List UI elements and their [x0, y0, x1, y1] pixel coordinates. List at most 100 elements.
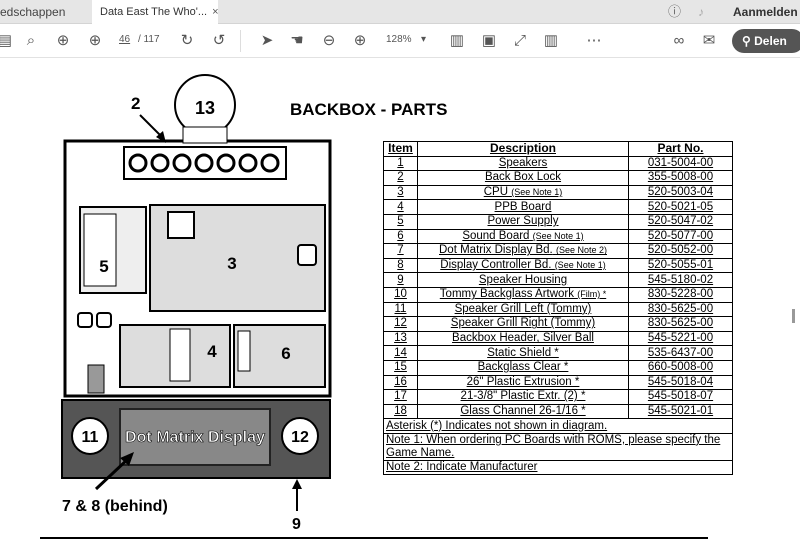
description-text: Speaker Grill Right (Tommy) — [450, 317, 596, 330]
zoom-out-icon[interactable]: ⊖ — [322, 32, 336, 49]
col-part-no: Part No. — [628, 141, 733, 157]
share-label: Delen — [754, 34, 787, 48]
description-text: CPU — [483, 186, 509, 199]
close-icon[interactable]: × — [212, 6, 219, 18]
parts-table: Item Description Part No. 1 Speakers 031… — [383, 141, 733, 476]
zoom-in-icon[interactable]: ⊕ — [353, 32, 367, 49]
part-number: 830-5625-00 — [628, 316, 733, 332]
description: Speakers — [417, 155, 629, 172]
table-row: 8 Display Controller Bd. (See Note 1) 52… — [383, 257, 733, 274]
description-note: (Film) * — [577, 289, 607, 300]
select-cursor-icon[interactable]: ➤ — [260, 32, 274, 49]
tab-active[interactable]: Data East The Who'...× — [92, 0, 219, 24]
next-page-icon[interactable]: ⊕ — [88, 32, 102, 49]
item-number: 9 — [383, 272, 418, 288]
description-text: Sound Board — [462, 229, 530, 242]
description-text: Back Box Lock — [484, 171, 562, 184]
description-text: Speaker Housing — [478, 273, 568, 286]
share-icon: ⚲ — [742, 34, 751, 48]
zoom-select[interactable]: 128% — [386, 34, 412, 45]
pdf-toolbar: ▤ ⌕ ⊕ ⊕ 46 / 117 ↻ ↺ ➤ ☚ ⊖ ⊕ 128% ▾ ▥ ▣ … — [0, 24, 800, 58]
dot-matrix-display-label: Dot Matrix Display — [125, 429, 265, 446]
description: Speaker Housing — [417, 272, 629, 288]
page-layout-icon[interactable]: ▥ — [543, 32, 559, 49]
note-row: Asterisk (*) Indicates not shown in diag… — [383, 418, 733, 434]
item-number: 8 — [383, 257, 418, 274]
sign-in-link[interactable]: Aanmelden — [733, 5, 798, 19]
print-icon[interactable]: ▤ — [0, 32, 13, 49]
description-note: (See Note 1) — [532, 230, 584, 241]
note-text: Note 1: When ordering PC Boards with ROM… — [383, 432, 733, 461]
hand-tool-icon[interactable]: ☚ — [290, 32, 304, 49]
divider — [240, 30, 241, 52]
fit-page-icon[interactable]: ▥ — [449, 32, 465, 49]
item-number: 14 — [383, 345, 418, 361]
chevron-down-icon[interactable]: ▾ — [421, 34, 427, 45]
item-number: 18 — [383, 403, 418, 420]
note-row: Note 2: Indicate Manufacturer — [383, 459, 733, 476]
bell-icon[interactable]: ♪ — [698, 5, 704, 19]
page-number-input[interactable]: 46 — [119, 34, 131, 45]
part-number: 535-6437-00 — [628, 345, 733, 361]
item-number: 4 — [383, 199, 418, 215]
item-number: 16 — [383, 374, 418, 391]
divider-line — [40, 537, 708, 539]
description-note: (See Note 1) — [511, 187, 563, 198]
item-number: 10 — [383, 286, 418, 303]
more-icon[interactable]: ⋯ — [586, 32, 602, 49]
label-5: 5 — [99, 257, 108, 276]
part-number: 545-5221-00 — [628, 330, 733, 347]
description: PPB Board — [417, 199, 629, 215]
item-number: 1 — [383, 155, 418, 172]
label-11: 11 — [82, 429, 99, 446]
label-6: 6 — [281, 344, 290, 363]
description-text: Dot Matrix Display Bd. — [439, 244, 553, 257]
label-12: 12 — [291, 429, 309, 446]
description-text: Backbox Header, Silver Ball — [452, 332, 594, 345]
item-number: 15 — [383, 359, 418, 376]
page-view-icon[interactable]: ▣ — [481, 32, 497, 49]
mail-icon[interactable]: ✉ — [702, 32, 716, 49]
rotate-cw-icon[interactable]: ↻ — [180, 32, 194, 49]
part-number: 520-5052-00 — [628, 243, 733, 259]
table-row: 5 Power Supply 520-5047-02 — [383, 213, 733, 230]
description-text: Tommy Backglass Artwork — [439, 288, 574, 301]
help-icon[interactable]: ⓘ — [668, 4, 682, 19]
part-number: 660-5008-00 — [628, 359, 733, 376]
tab-label: edschappen — [0, 5, 66, 19]
description-text: Backglass Clear * — [477, 361, 569, 374]
description-text: Glass Channel 26-1/16 * — [460, 404, 586, 417]
description: Tommy Backglass Artwork (Film) * — [417, 286, 629, 303]
description: Sound Board (See Note 1) — [417, 228, 629, 245]
description: Speaker Grill Right (Tommy) — [417, 316, 629, 332]
item-number: 13 — [383, 330, 418, 347]
prev-page-icon[interactable]: ⊕ — [56, 32, 70, 49]
description-text: Speakers — [498, 156, 548, 169]
scrollbar-thumb[interactable] — [792, 309, 795, 323]
label-7-8: 7 & 8 (behind) — [62, 498, 168, 515]
description: Speaker Grill Left (Tommy) — [417, 301, 629, 318]
fullscreen-icon[interactable]: ⤢ — [513, 32, 526, 49]
page-title: BACKBOX - PARTS — [290, 100, 448, 119]
part-number: 545-5018-07 — [628, 389, 733, 405]
col-description: Description — [417, 141, 629, 157]
link-icon[interactable]: ∞ — [673, 32, 685, 49]
rotate-ccw-icon[interactable]: ↺ — [212, 32, 226, 49]
note-text: Note 2: Indicate Manufacturer — [383, 459, 733, 476]
table-row: 6 Sound Board (See Note 1) 520-5077-00 — [383, 228, 733, 245]
zoom-search-icon[interactable]: ⌕ — [26, 32, 36, 49]
share-button[interactable]: ⚲ Delen — [732, 29, 800, 53]
description: Dot Matrix Display Bd. (See Note 2) — [417, 243, 629, 259]
item-number: 17 — [383, 389, 418, 405]
part-number: 520-5021-05 — [628, 199, 733, 215]
tab-inactive[interactable]: edschappen — [0, 0, 90, 24]
label-2: 2 — [131, 94, 140, 113]
item-number: 6 — [383, 228, 418, 245]
description: Back Box Lock — [417, 170, 629, 186]
tab-bar: edschappen Data East The Who'...× ⓘ ♪ Aa… — [0, 0, 800, 24]
description: Static Shield * — [417, 345, 629, 361]
description: Display Controller Bd. (See Note 1) — [417, 257, 629, 274]
table-row: 10 Tommy Backglass Artwork (Film) * 830-… — [383, 286, 733, 303]
table-row: 16 26" Plastic Extrusion * 545-5018-04 — [383, 374, 733, 391]
backbox-diagram: 13 2 5 3 4 6 Dot Matrix Display 11 12 7 … — [61, 74, 332, 533]
